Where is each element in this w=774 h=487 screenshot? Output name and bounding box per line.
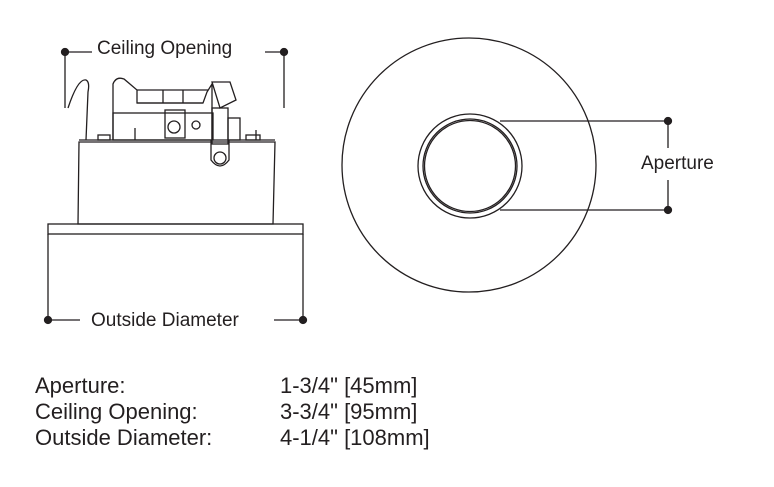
ceiling-opening-dimension	[60, 47, 289, 108]
housing-body	[77, 139, 276, 225]
spec-name: Ceiling Opening:	[35, 399, 198, 424]
outside-diameter-label: Outside Diameter	[87, 311, 243, 330]
spec-name: Outside Diameter:	[35, 425, 213, 450]
mounting-clip-mechanism	[67, 77, 261, 145]
trim-top-view	[341, 37, 597, 293]
spec-value: 1-3/4" [45mm]	[280, 373, 418, 398]
spec-name: Aperture:	[35, 373, 126, 398]
outside-diameter-dimension	[43, 234, 308, 325]
spec-value: 3-3/4" [95mm]	[280, 399, 418, 424]
ceiling-opening-label: Ceiling Opening	[93, 39, 237, 58]
aperture-label: Aperture	[641, 153, 714, 174]
spec-value: 4-1/4" [108mm]	[280, 425, 430, 450]
aperture-dimension	[500, 116, 673, 215]
trim-flange	[47, 223, 304, 235]
